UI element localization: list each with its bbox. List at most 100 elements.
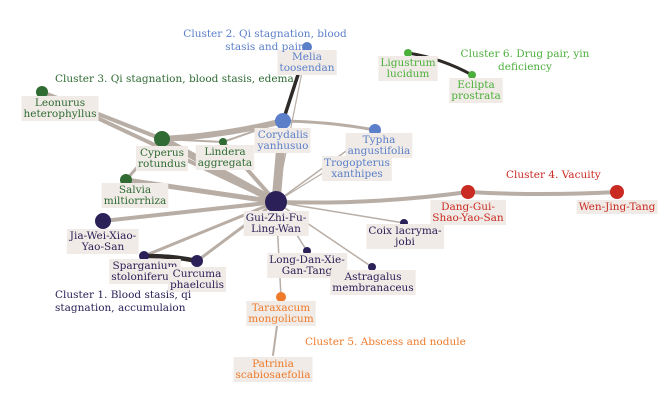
node-label-line: xanthipes	[331, 168, 383, 180]
node-label-bg	[345, 133, 413, 158]
edge-gzfl-dgsy	[274, 190, 470, 205]
node-label-bg	[233, 357, 313, 382]
node-label-line: jobi	[393, 236, 415, 248]
node-label-text: Long-Dan-Xie-Gan-Tang	[269, 254, 345, 277]
node-label-line: toosendan	[280, 62, 335, 74]
node-label-jwxy: Jia-Wei-Xiao-Yao-San	[66, 229, 139, 254]
node-label-line: Shao-Yao-San	[432, 212, 504, 224]
node-label-bg	[449, 78, 503, 103]
node-label-line: aggregata	[198, 157, 252, 169]
edge-ligu-ecli	[406, 51, 474, 77]
node-gzfl	[265, 191, 287, 213]
node-leon	[36, 86, 48, 98]
edge-cype-lind	[161, 138, 224, 143]
node-label-line: lucidum	[387, 68, 430, 80]
node-label-dgsy: Dang-Gui-Shao-Yao-San	[430, 200, 506, 225]
node-label-bg	[246, 301, 316, 326]
cluster-label-line: Cluster 4. Vacuity	[506, 169, 601, 181]
node-label-bg	[277, 50, 337, 75]
labels-layer: Gui-Zhi-Fu-Ling-WanJia-Wei-Xiao-Yao-SanS…	[21, 50, 658, 382]
node-label-bg	[576, 200, 658, 214]
node-label-ldxg: Long-Dan-Xie-Gan-Tang	[267, 253, 348, 278]
node-cype	[154, 131, 170, 147]
node-label-bg	[195, 145, 255, 170]
node-label-bg	[243, 211, 309, 236]
node-label-line: Lindera	[204, 146, 245, 158]
node-cory	[275, 113, 291, 129]
node-label-line: Yao-San	[81, 241, 125, 253]
node-label-bg	[254, 128, 311, 153]
edge-gzfl-jwxy	[101, 200, 278, 223]
node-label-line: prostrata	[451, 90, 500, 102]
node-label-line: Salvia	[119, 184, 151, 196]
node-astr	[368, 263, 376, 271]
node-wjt	[610, 185, 624, 199]
node-label-line: Coix lacryma-	[368, 225, 442, 237]
node-label-line: heterophyllus	[23, 108, 96, 120]
edge-cory-lind	[222, 120, 284, 143]
node-label-bg	[66, 229, 139, 254]
node-label-bg	[167, 267, 227, 292]
cluster-label-line: Cluster 1. Blood stasis, qi	[55, 289, 192, 301]
node-label-text: Dang-Gui-Shao-Yao-San	[432, 201, 504, 224]
node-lind	[219, 138, 227, 146]
cluster-label-line: stasis and pain	[225, 41, 305, 53]
node-label-line: angustifolia	[348, 145, 411, 157]
node-ligu	[404, 49, 412, 57]
node-label-line: phaelculis	[170, 279, 224, 291]
node-label-text: Gui-Zhi-Fu-Ling-Wan	[246, 212, 307, 235]
node-label-line: Long-Dan-Xie-	[269, 254, 345, 266]
node-label-line: yanhusuo	[257, 140, 309, 152]
node-label-coix: Coix lacryma-jobi	[366, 224, 445, 249]
node-label-line: Taraxacum	[252, 302, 311, 314]
cluster-label-c5: Cluster 5. Abscess and nodule	[305, 336, 466, 348]
node-label-text: Jia-Wei-Xiao-Yao-San	[69, 230, 137, 253]
node-jwxy	[95, 213, 111, 229]
node-label-line: Jia-Wei-Xiao-	[69, 230, 137, 242]
node-label-line: Ling-Wan	[251, 223, 301, 235]
node-dgsy	[461, 185, 475, 199]
node-label-line: Eclipta	[457, 79, 494, 91]
node-label-line: mongolicum	[248, 313, 313, 325]
node-label-text: Coix lacryma-jobi	[368, 225, 442, 248]
node-label-line: Ligustrum	[380, 57, 435, 69]
node-label-line: Leonurus	[35, 97, 85, 109]
node-label-line: Astragalus	[344, 271, 402, 283]
cluster-label-line: Cluster 5. Abscess and nodule	[305, 336, 466, 348]
node-label-wjt: Wen-Jing-Tang	[576, 200, 658, 214]
node-meli	[302, 42, 312, 52]
node-label-text: Wen-Jing-Tang	[579, 201, 656, 213]
node-label-line: stoloniferum	[111, 271, 179, 283]
